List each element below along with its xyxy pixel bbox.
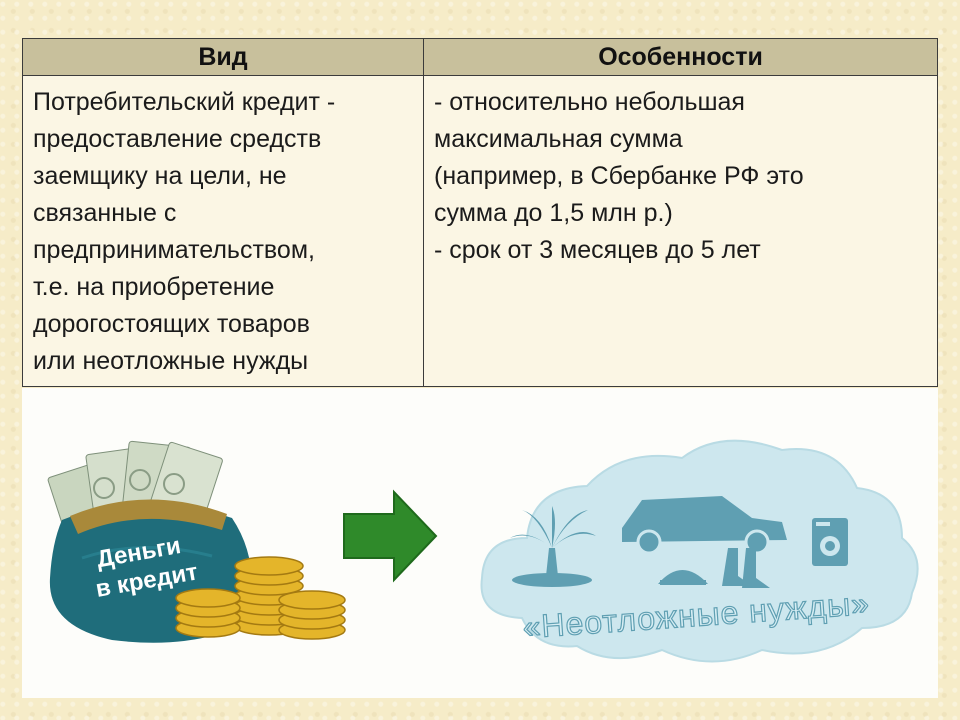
text-line: Потребительский кредит - [33,88,336,116]
cloud-icon [480,439,919,663]
cell-features: - относительно небольшая максимальная су… [423,75,938,387]
illustration-svg: Деньги в кредит [47,439,919,663]
cell-type: Потребительский кредит - предоставление … [22,75,424,387]
car-wheel [636,529,662,555]
coins-icon [175,556,346,640]
text-line: дорогостоящих товаров [33,310,310,338]
text-line: - срок от 3 месяцев до 5 лет [434,236,761,264]
boots-icon [722,548,770,588]
car-icon [622,496,787,542]
table-row: Потребительский кредит - предоставление … [22,75,938,387]
text-line: максимальная сумма [434,125,683,153]
text-line: сумма до 1,5 млн р.) [434,199,673,227]
text-line: предоставление средств [33,125,322,153]
arrow-right-icon [343,489,438,583]
header-features: Особенности [423,38,938,76]
text-line: предпринимательством, [33,236,315,264]
text-line: (например, в Сбербанке РФ это [434,162,804,190]
credit-table: Вид Особенности Потребительский кредит -… [22,38,938,387]
text-line: заемщику на цели, не [33,162,287,190]
bag-icon [658,570,708,585]
text-line: связанные с [33,199,177,227]
table-header-row: Вид Особенности [22,38,938,76]
text-line: или неотложные нужды [33,347,309,375]
text-line: - относительно небольшая [434,88,745,116]
header-type: Вид [22,38,424,76]
car-wheel [744,529,770,555]
illustration-panel: Деньги в кредит [22,388,938,698]
palm-tree-icon [510,506,596,587]
text-line: т.е. на приобретение [33,273,275,301]
washing-machine-icon [812,518,848,566]
